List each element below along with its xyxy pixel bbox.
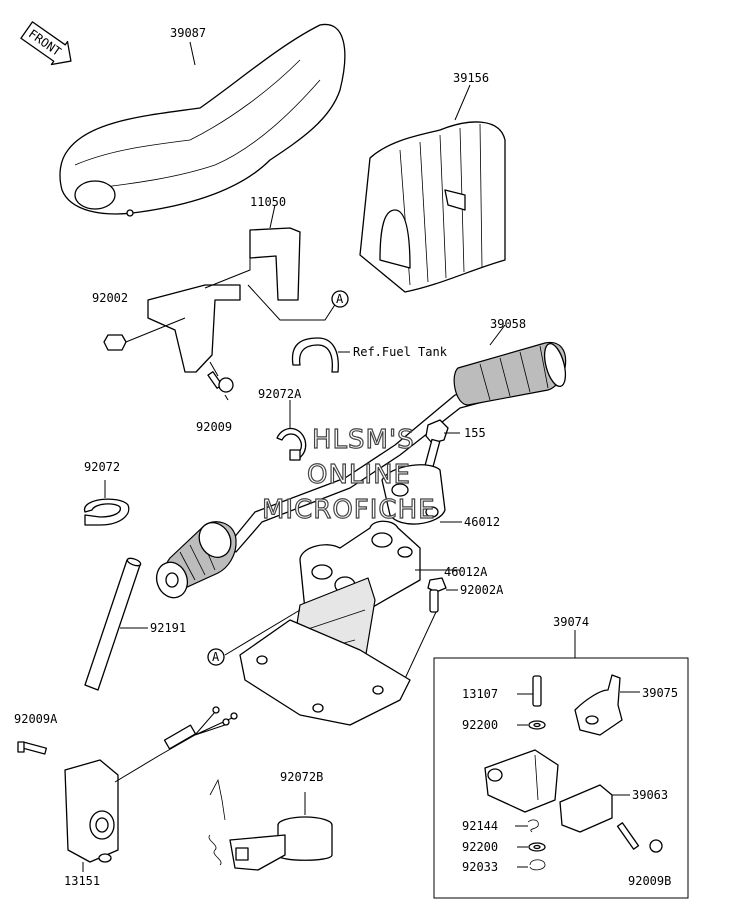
label-92072: 92072 xyxy=(84,460,120,474)
label-39074: 39074 xyxy=(553,615,589,629)
spring-92144 xyxy=(515,819,539,833)
front-arrow-icon: FRONT xyxy=(20,21,72,66)
label-46012A: 46012A xyxy=(444,565,488,579)
label-92144: 92144 xyxy=(462,819,498,833)
watermark-line-3: MICROFICHE xyxy=(262,495,436,525)
pin-13107 xyxy=(517,675,542,707)
handlebar-39058 xyxy=(155,341,567,599)
label-92002A: 92002A xyxy=(460,583,504,597)
marker-a-lower: A xyxy=(207,648,225,666)
bolt-92002A xyxy=(394,577,458,701)
clamp-92072B xyxy=(208,778,333,871)
watermark-line-2: ONLINE xyxy=(307,460,411,490)
clamp-92072 xyxy=(84,480,130,526)
cover-39156 xyxy=(359,121,506,293)
clamp-46012 xyxy=(381,464,462,525)
bolt-92009B xyxy=(616,822,663,853)
label-92191: 92191 xyxy=(150,621,186,635)
leader-lines xyxy=(189,41,506,401)
marker-a-upper: A xyxy=(331,290,349,308)
label-39087: 39087 xyxy=(170,26,206,40)
svg-text:A: A xyxy=(336,292,344,306)
label-92033: 92033 xyxy=(462,860,498,874)
label-92009B: 92009B xyxy=(628,874,671,888)
label-92200-lower: 92200 xyxy=(462,840,498,854)
steering-column-base xyxy=(224,577,411,726)
label-39075: 39075 xyxy=(642,686,678,700)
label-92072B: 92072B xyxy=(280,770,323,784)
label-39063: 39063 xyxy=(632,788,668,802)
label-92009A: 92009A xyxy=(14,712,58,726)
washer-92200-lower xyxy=(517,842,546,852)
label-92002: 92002 xyxy=(92,291,128,305)
label-39156: 39156 xyxy=(453,71,489,85)
watermark: HLSM'S ONLINE MICROFICHE xyxy=(261,424,436,525)
label-92009: 92009 xyxy=(196,420,232,434)
washer-92200-upper xyxy=(517,720,546,730)
bolt-92009 xyxy=(207,361,234,393)
tube-92191 xyxy=(84,557,148,691)
body-block xyxy=(484,749,559,813)
bolt-155 xyxy=(423,419,460,472)
watermark-line-1: HLSM'S xyxy=(312,425,415,455)
svg-text:A: A xyxy=(212,650,220,664)
handlebar-cover-39087 xyxy=(59,23,346,217)
label-13151: 13151 xyxy=(64,874,100,888)
lever-39063 xyxy=(559,784,630,833)
bolt-92002 xyxy=(103,317,186,351)
fuel-tank-hose xyxy=(291,337,350,373)
label-92072A: 92072A xyxy=(258,387,302,401)
bolt-92009A xyxy=(17,741,48,755)
label-155: 155 xyxy=(464,426,486,440)
label-13107: 13107 xyxy=(462,687,498,701)
label-ref-fuel-tank: Ref.Fuel Tank xyxy=(353,345,448,359)
assembly-box-39074 xyxy=(433,630,689,899)
bracket-11050 xyxy=(147,227,339,373)
lever-39075 xyxy=(574,674,640,736)
label-11050: 11050 xyxy=(250,195,286,209)
clip-92033 xyxy=(517,859,546,871)
label-39058: 39058 xyxy=(490,317,526,331)
switch-13151 xyxy=(64,706,238,872)
label-46012: 46012 xyxy=(464,515,500,529)
label-92200-upper: 92200 xyxy=(462,718,498,732)
clamp-92072A xyxy=(276,400,307,461)
